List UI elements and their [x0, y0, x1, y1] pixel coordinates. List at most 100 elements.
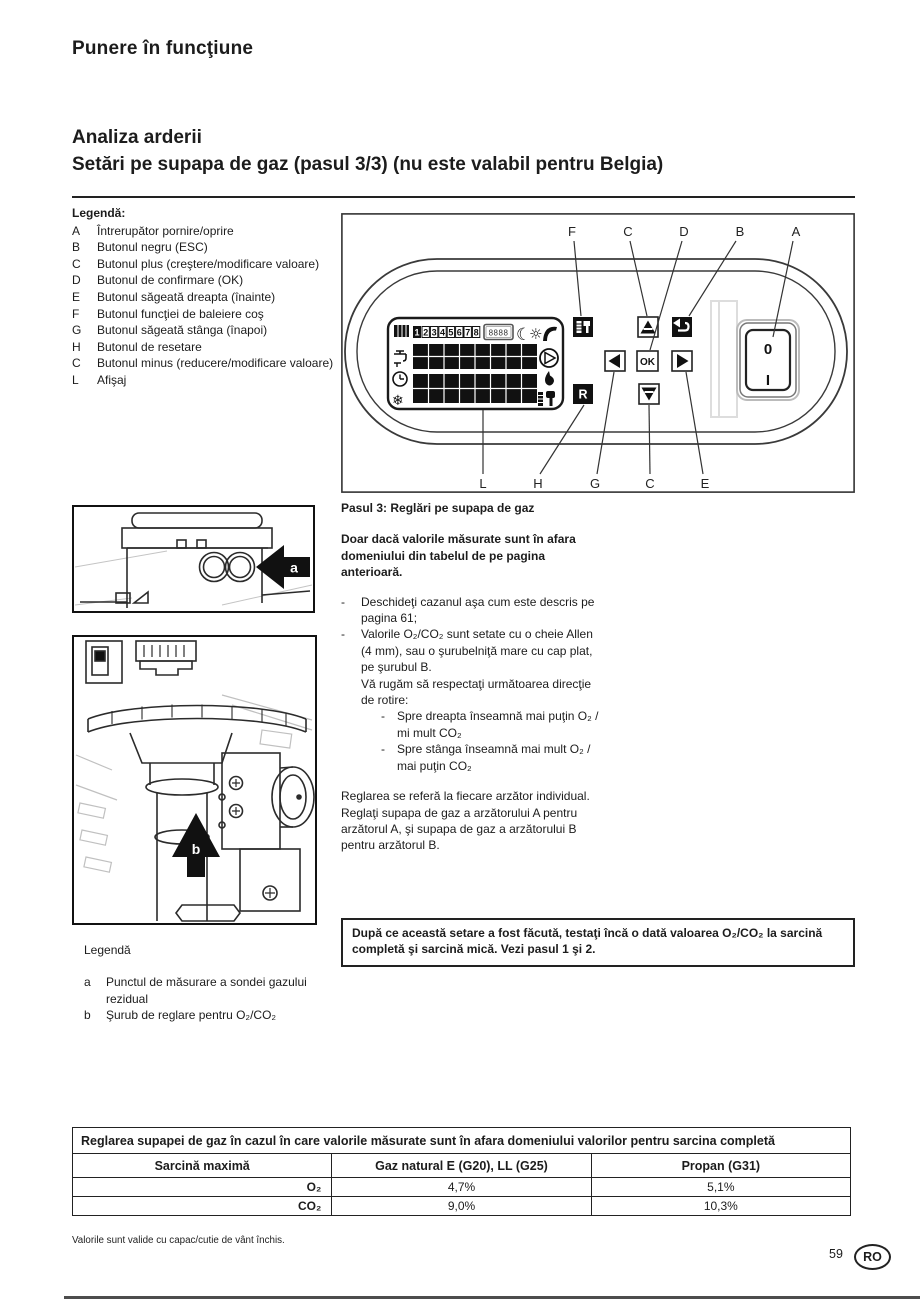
flame-icon — [545, 371, 554, 386]
digit-6: 6 — [457, 328, 462, 338]
scan-artifact-line — [64, 1296, 920, 1299]
bullet-2-text: Valorile O₂/CO₂ sunt setate cu o cheie A… — [361, 627, 593, 675]
sun-icon: ☼ — [529, 325, 542, 343]
valve-assembly — [85, 640, 315, 922]
figure-legend: Legendă a Punctul de măsurare a sondei g… — [84, 942, 352, 1024]
tap-icon — [394, 350, 407, 367]
co2-propane-value: 10,3% — [590, 1196, 852, 1216]
pump-icon — [539, 348, 559, 368]
control-panel-figure: 1 2 3 4 5 6 7 8 — [341, 213, 855, 493]
digit-5: 5 — [448, 328, 453, 338]
table-footnote: Valorile sunt valide cu capac/cutie de v… — [72, 1235, 285, 1246]
marker-a-arrow: a — [256, 545, 310, 589]
panel-housing-outer — [344, 258, 848, 445]
label-G: G — [590, 476, 600, 491]
display: 1 2 3 4 5 6 7 8 — [386, 316, 565, 411]
panel-housing-inner — [356, 270, 836, 433]
gas-valve-figure: b — [72, 635, 317, 925]
sub-bullet-2: - Spre stânga înseamnă mai mult O₂ / mai… — [381, 742, 591, 773]
step-paragraph: Reglarea se referă la fiecare arzător in… — [341, 789, 590, 853]
measuring-point-drawing: a — [72, 505, 315, 613]
step-heading: Pasul 3: Reglări pe supapa de gaz — [341, 501, 535, 515]
reset-button[interactable]: R — [573, 384, 593, 404]
bullet-1: - Deschideţi cazanul aşa cum este descri… — [341, 594, 595, 626]
bullet-2-continued: Vă rugăm să respectaţi următoarea direcţ… — [361, 676, 592, 708]
label-H: H — [533, 476, 542, 491]
flue-adapter — [80, 512, 311, 608]
sub-bullet-1: - Spre dreapta înseamnă mai puţin O₂ / m… — [381, 709, 599, 740]
mini-lcd: 8888 — [483, 323, 514, 341]
panel-labels: F C D B A L H G C E — [479, 224, 800, 491]
left-arrow-button[interactable] — [604, 350, 626, 372]
snowflake-icon: ❄ — [392, 393, 404, 409]
table-row-o2: O₂ 4,7% 5,1% — [71, 1177, 852, 1197]
label-A: A — [792, 224, 801, 239]
table-header-row: Sarcină maximă Gaz natural E (G20), LL (… — [71, 1153, 852, 1178]
figure-legend-item-b: b Şurub de reglare pentru O₂/CO₂ — [84, 1008, 277, 1023]
o2-natural-gas-value: 4,7% — [331, 1177, 592, 1197]
ok-button[interactable]: OK — [636, 350, 659, 372]
power-switch[interactable]: 0 I — [736, 319, 800, 401]
esc-button[interactable] — [672, 317, 692, 337]
digit-strip: 1 2 3 4 5 6 7 8 — [413, 326, 481, 338]
title-line-1: Analiza arderii — [72, 127, 202, 148]
bullet-2: - Valorile O₂/CO₂ sunt setate cu o cheie… — [341, 626, 603, 774]
mini-lcd-segments: 8888 — [489, 329, 509, 338]
digit-7: 7 — [465, 328, 470, 338]
figure-legend-heading: Legendă — [84, 943, 131, 957]
row-label-co2: CO₂ — [71, 1196, 333, 1216]
label-C-top: C — [623, 224, 632, 239]
co2-natural-gas-value: 9,0% — [331, 1196, 592, 1216]
gas-valve-drawing: b — [72, 635, 317, 925]
right-arrow-button[interactable] — [671, 350, 693, 372]
moon-icon: ☾ — [516, 325, 531, 345]
ok-button-label: OK — [640, 357, 656, 368]
note-box: După ce această setare a fost făcută, te… — [341, 918, 855, 967]
leader-lines — [482, 240, 794, 475]
marker-b-arrow: b — [172, 813, 220, 877]
page-kicker: Punere în funcţiune — [72, 38, 254, 59]
display-matrix — [413, 344, 537, 403]
step-3-text: Pasul 3: Reglări pe supapa de gaz Doar d… — [341, 500, 603, 854]
chimney-draft-icon — [543, 326, 557, 341]
chimney-sweep-indicator-icon — [538, 391, 555, 406]
label-L: L — [479, 476, 486, 491]
marker-b-label: b — [192, 841, 201, 857]
digit-1: 1 — [414, 328, 419, 338]
row-label-o2: O₂ — [71, 1177, 333, 1197]
title-line-2: Setări pe supapa de gaz (pasul 3/3) (nu … — [72, 154, 664, 175]
measuring-point-figure: a — [72, 505, 315, 613]
digit-8: 8 — [474, 328, 479, 338]
figure-legend-item-a: a Punctul de măsurare a sondei gazului r… — [84, 975, 307, 1006]
switch-on-label: I — [766, 372, 770, 389]
label-D: D — [679, 224, 688, 239]
label-E: E — [701, 476, 710, 491]
plus-button[interactable] — [637, 316, 659, 338]
label-B: B — [736, 224, 745, 239]
clock-icon — [392, 371, 408, 387]
col-header-load: Sarcină maximă — [71, 1153, 333, 1178]
col-header-natural-gas: Gaz natural E (G20), LL (G25) — [331, 1153, 592, 1178]
radiator-icon — [394, 325, 409, 337]
digit-3: 3 — [432, 328, 437, 338]
chimney-sweep-button[interactable] — [573, 317, 593, 337]
section-title: Analiza arderii Setări pe supapa de gaz … — [72, 124, 663, 178]
digit-4: 4 — [440, 328, 445, 338]
table-row-co2: CO₂ 9,0% 10,3% — [71, 1196, 852, 1216]
language-badge: RO — [854, 1244, 891, 1270]
page-number: 59 — [829, 1247, 843, 1261]
table-title-row: Reglarea supapei de gaz în cazul în care… — [72, 1127, 851, 1154]
minus-button[interactable] — [638, 383, 660, 405]
step-intro: Doar dacă valorile măsurate sunt în afar… — [341, 532, 576, 580]
